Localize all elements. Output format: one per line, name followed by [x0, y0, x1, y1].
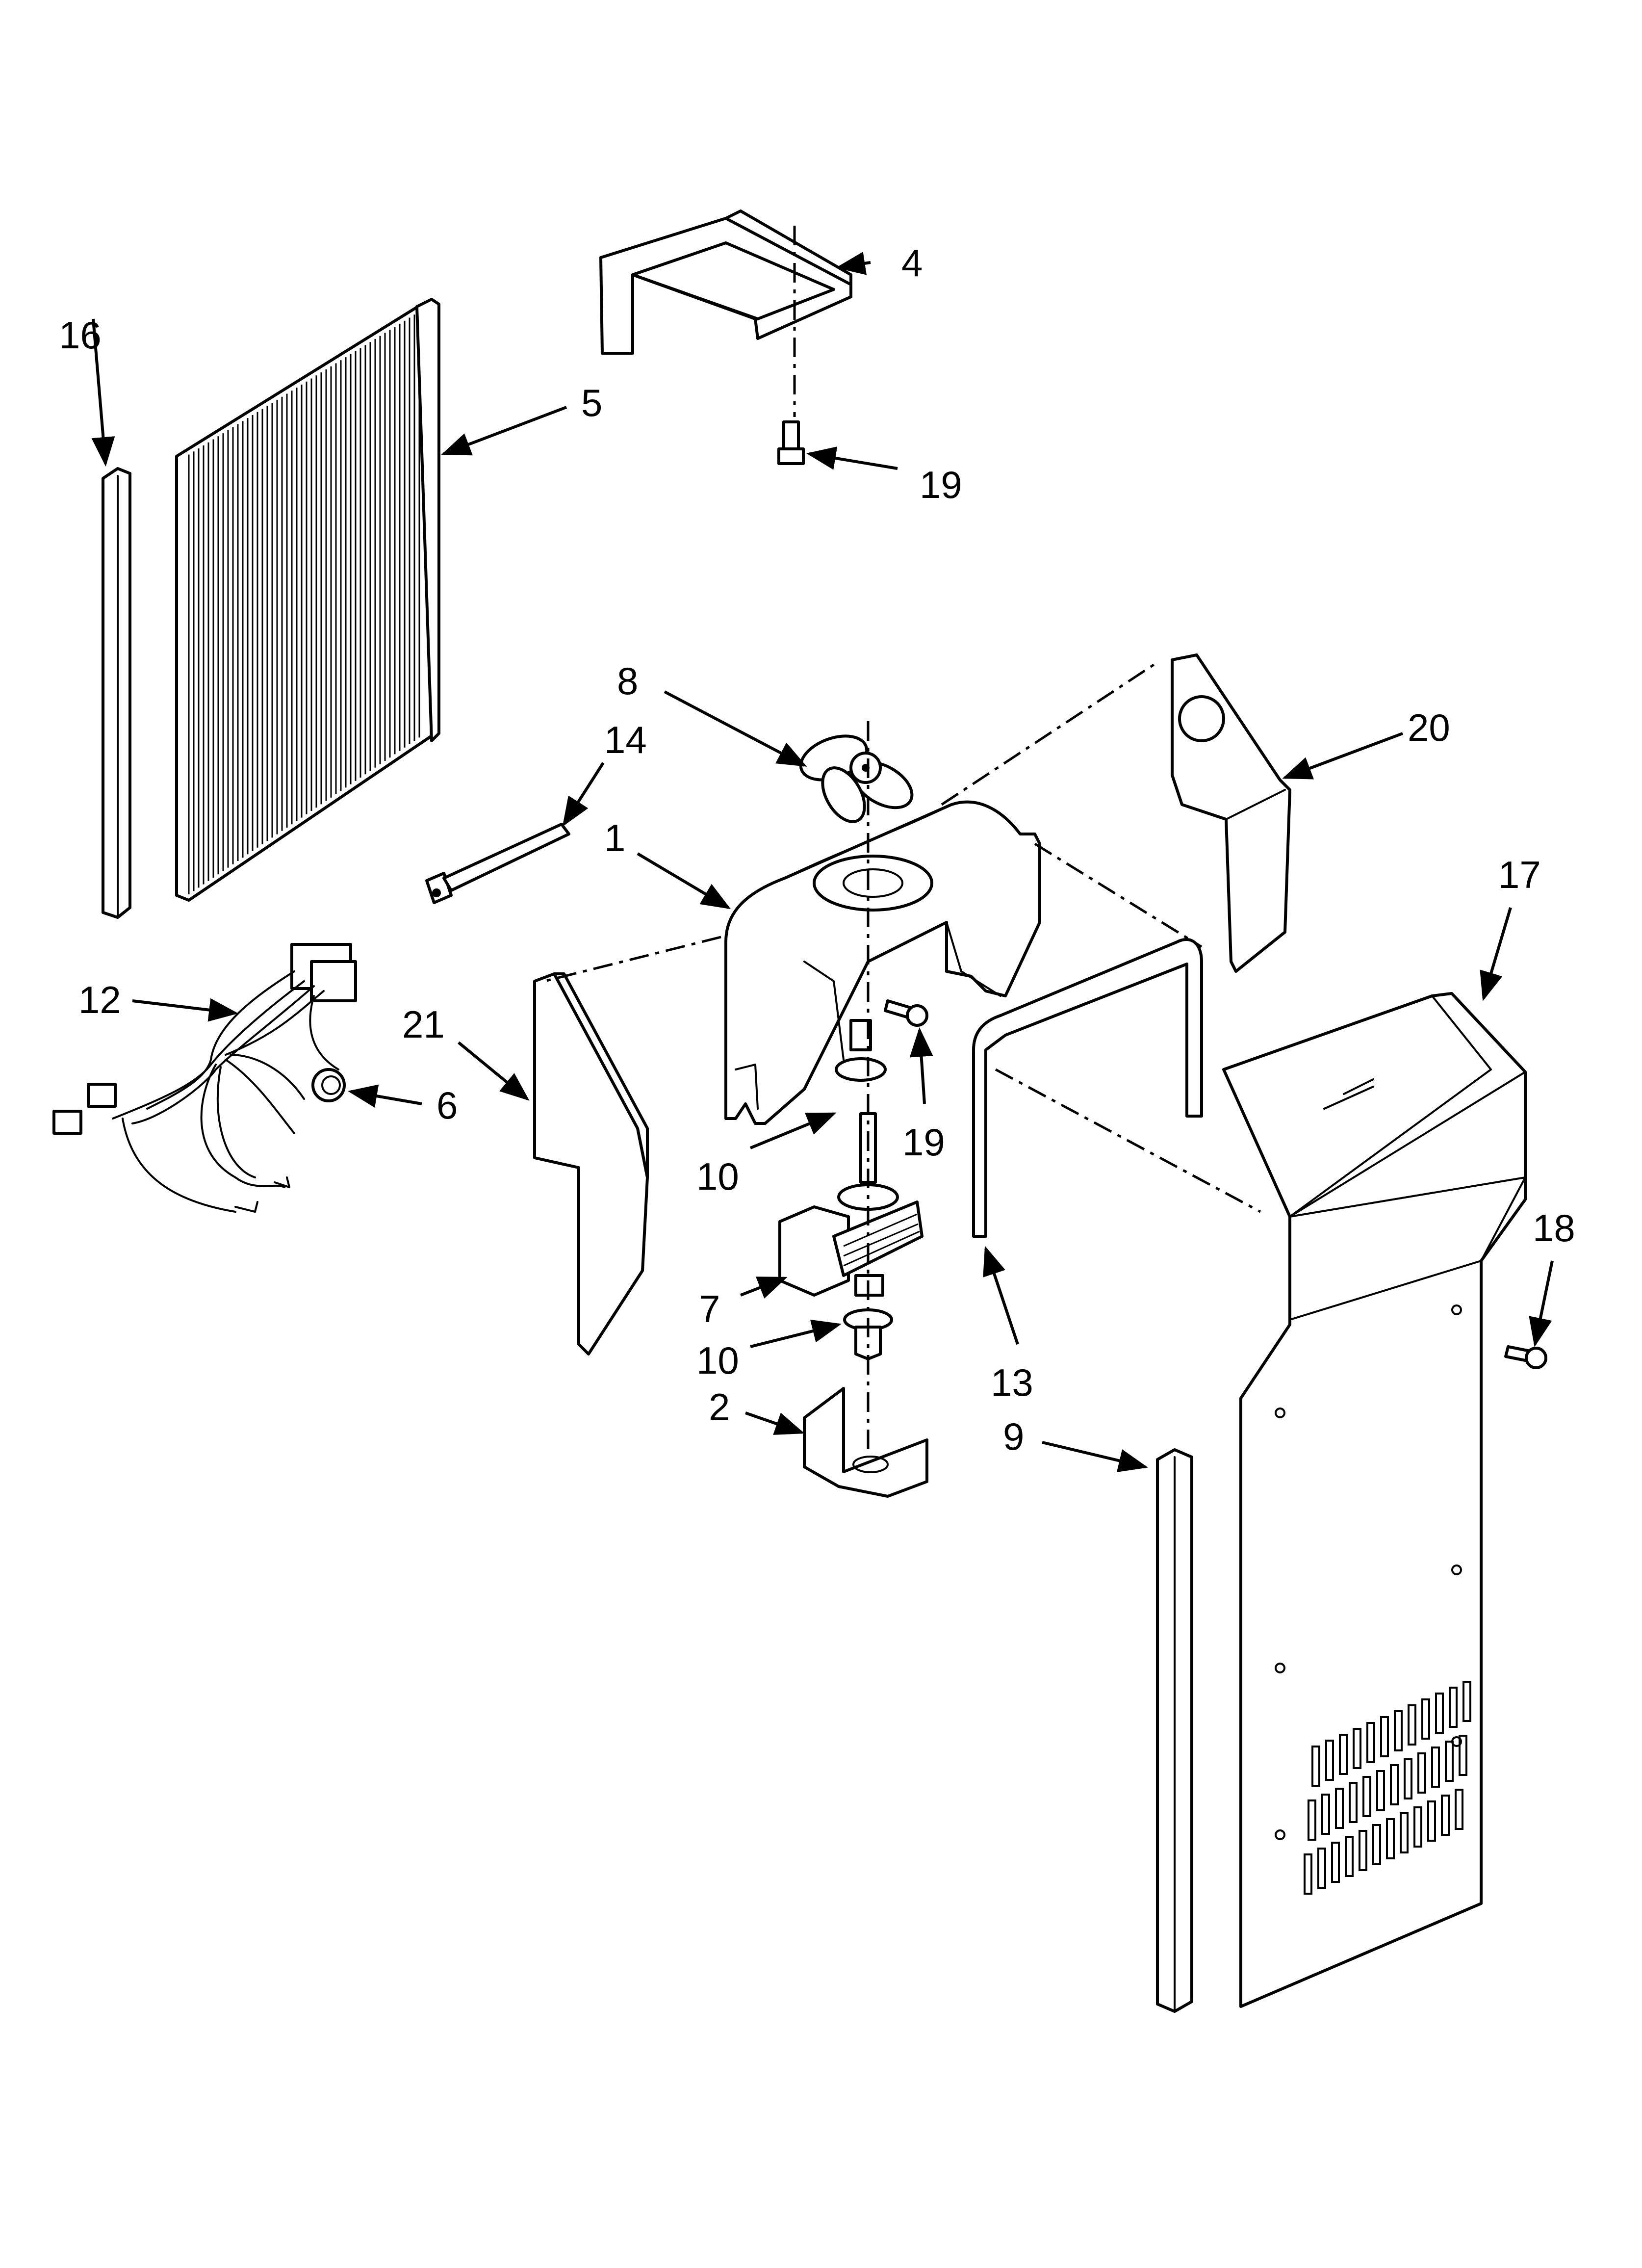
part-10-coupler-upper [835, 1019, 887, 1082]
part-5-evaporator-panel [175, 298, 440, 902]
callout-8: 8 [617, 659, 807, 767]
svg-text:10: 10 [696, 1155, 739, 1198]
callout-10-lower: 10 [696, 1319, 842, 1382]
svg-text:20: 20 [1408, 706, 1450, 749]
callout-17: 17 [1480, 853, 1541, 1001]
part-16-strip [102, 467, 131, 919]
part-20-side-panel [1171, 653, 1291, 973]
part-7-fan-motor [778, 1112, 924, 1297]
part-6-grommet [311, 1068, 346, 1102]
part-19-screw-middle [884, 999, 928, 1027]
svg-text:1: 1 [604, 816, 625, 860]
svg-text:2: 2 [709, 1385, 730, 1429]
svg-text:17: 17 [1498, 853, 1541, 896]
part-2-motor-bracket [803, 1387, 928, 1498]
callout-6: 6 [348, 1084, 458, 1127]
svg-text:4: 4 [901, 241, 923, 285]
callout-16: 16 [59, 313, 115, 467]
svg-text:12: 12 [78, 978, 121, 1021]
callout-13: 13 [983, 1246, 1033, 1404]
svg-text:7: 7 [699, 1287, 720, 1330]
svg-text:14: 14 [604, 718, 647, 761]
callout-14: 14 [562, 718, 647, 827]
svg-text:18: 18 [1533, 1206, 1575, 1250]
callout-5: 5 [441, 381, 602, 456]
callout-20: 20 [1282, 706, 1450, 780]
callout-2: 2 [709, 1385, 805, 1435]
callout-18: 18 [1529, 1206, 1575, 1347]
part-4-bracket [599, 209, 852, 355]
part-12-wire-harness [52, 943, 357, 1213]
svg-text:10: 10 [696, 1339, 739, 1382]
assembly-lines [544, 226, 1261, 1452]
part-8-fan-blade [799, 734, 914, 823]
svg-text:9: 9 [1003, 1415, 1024, 1458]
part-17-vent-slots [1304, 1681, 1471, 1895]
callout-1: 1 [604, 816, 731, 910]
svg-text:13: 13 [991, 1361, 1033, 1404]
part-17-air-duct [1222, 992, 1527, 2008]
part-19-screw-top [777, 420, 805, 465]
callout-7: 7 [699, 1277, 788, 1330]
callout-10-upper: 10 [696, 1112, 837, 1198]
callout-19-middle: 19 [902, 1027, 945, 1164]
svg-text:6: 6 [436, 1084, 458, 1127]
part-13-u-gasket [972, 938, 1203, 1238]
part-14-cable-tie [425, 823, 570, 904]
svg-text:8: 8 [617, 659, 638, 703]
part-18-screw [1504, 1345, 1547, 1369]
callout-4: 4 [836, 241, 923, 285]
svg-text:21: 21 [402, 1003, 445, 1046]
callout-12: 12 [78, 978, 238, 1022]
callout-21: 21 [402, 1003, 530, 1101]
part-9-strip [1156, 1448, 1193, 2013]
part-1-fan-shroud [724, 800, 1041, 1125]
callout-9: 9 [1003, 1415, 1148, 1472]
svg-text:19: 19 [920, 463, 962, 506]
part-21-side-panel [533, 972, 649, 1356]
svg-text:16: 16 [59, 313, 102, 357]
callout-19-top: 19 [806, 446, 962, 506]
svg-text:19: 19 [902, 1121, 945, 1164]
svg-text:5: 5 [581, 381, 602, 424]
